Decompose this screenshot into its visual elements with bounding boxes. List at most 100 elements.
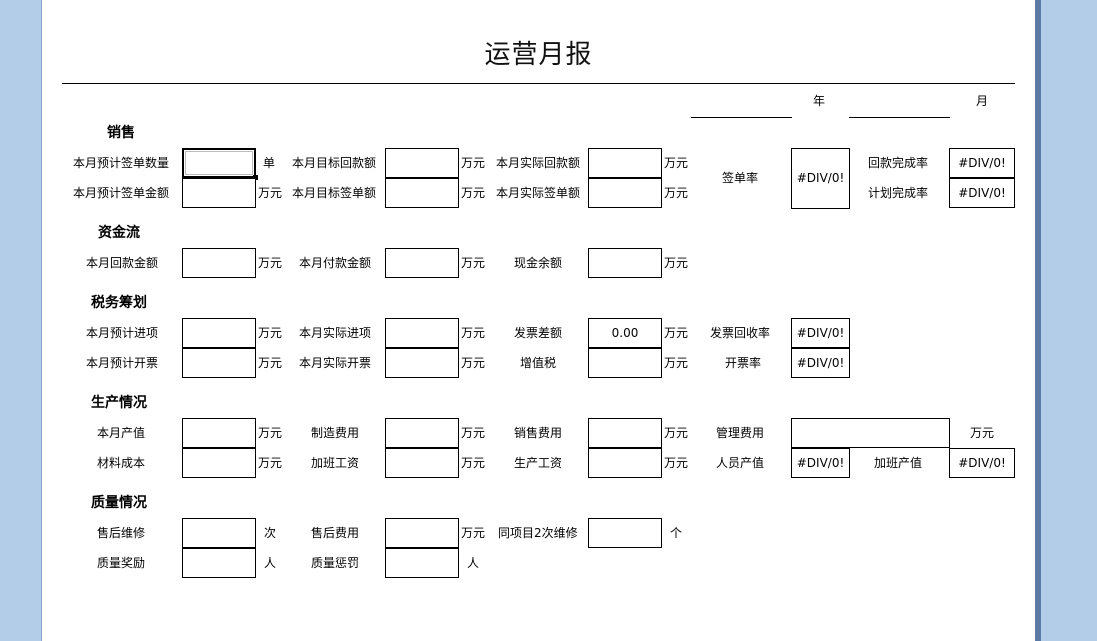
cell-est-sign-amount[interactable] (182, 178, 256, 208)
unit-wan: 万元 (970, 426, 995, 440)
label-vat: 增值税 (520, 356, 557, 370)
cell-target-collect[interactable] (385, 148, 459, 178)
unit-ren: 人 (264, 556, 277, 570)
label-quality-reward: 质量奖励 (97, 556, 146, 570)
label-after-sales-repair: 售后维修 (97, 526, 146, 540)
cell-staff-output[interactable]: #DIV/0! (791, 448, 850, 478)
label-est-invoice: 本月预计开票 (86, 356, 159, 370)
cell-est-input[interactable] (182, 318, 256, 348)
label-quality-penalty: 质量惩罚 (311, 556, 360, 570)
label-collect-completion: 回款完成率 (868, 156, 929, 170)
label-production-pay: 生产工资 (514, 456, 563, 470)
cell-invoice-diff[interactable]: 0.00 (588, 318, 662, 348)
label-after-sales-cost: 售后费用 (311, 526, 360, 540)
section-quality-heading: 质量情况 (91, 495, 147, 511)
label-target-collect: 本月目标回款额 (292, 156, 377, 170)
cell-material-cost[interactable] (182, 448, 256, 478)
label-invoice-rate: 开票率 (725, 356, 762, 370)
unit-wan: 万元 (664, 456, 689, 470)
label-output: 本月产值 (97, 426, 146, 440)
label-overtime-pay: 加班工资 (311, 456, 360, 470)
month-label: 月 (976, 94, 989, 108)
cell-est-invoice[interactable] (182, 348, 256, 378)
unit-wan: 万元 (461, 456, 486, 470)
cell-overtime-pay[interactable] (385, 448, 459, 478)
label-mfg-cost: 制造费用 (311, 426, 360, 440)
cell-production-pay[interactable] (588, 448, 662, 478)
cell-overtime-output[interactable]: #DIV/0! (949, 448, 1015, 478)
cell-target-sign[interactable] (385, 178, 459, 208)
cell-sales-cost[interactable] (588, 418, 662, 448)
section-tax-heading: 税务筹划 (91, 295, 147, 311)
unit-ge: 个 (670, 526, 683, 540)
cell-repeat-repair[interactable] (588, 518, 662, 548)
cell-collect-amount[interactable] (182, 248, 256, 278)
cell-actual-sign[interactable] (588, 178, 662, 208)
unit-dan: 单 (263, 156, 276, 170)
unit-wan: 万元 (664, 186, 689, 200)
label-invoice-diff: 发票差额 (514, 326, 563, 340)
unit-wan: 万元 (258, 356, 283, 370)
cell-sign-rate[interactable]: #DIV/0! (791, 148, 850, 209)
cell-after-sales-repair[interactable] (182, 518, 256, 548)
label-mgmt-cost: 管理费用 (716, 426, 765, 440)
label-overtime-output: 加班产值 (874, 456, 923, 470)
cell-mfg-cost[interactable] (385, 418, 459, 448)
cell-after-sales-cost[interactable] (385, 518, 459, 548)
unit-wan: 万元 (461, 356, 486, 370)
label-target-sign: 本月目标签单额 (292, 186, 377, 200)
unit-wan: 万元 (664, 156, 689, 170)
label-collect-amount: 本月回款金额 (86, 256, 159, 270)
unit-ci: 次 (264, 526, 277, 540)
label-cash-balance: 现金余额 (514, 256, 563, 270)
label-staff-output: 人员产值 (716, 456, 765, 470)
cell-invoice-rate[interactable]: #DIV/0! (791, 348, 850, 378)
unit-wan: 万元 (461, 526, 486, 540)
label-actual-collect: 本月实际回款额 (496, 156, 581, 170)
cell-cash-balance[interactable] (588, 248, 662, 278)
unit-wan: 万元 (258, 256, 283, 270)
cell-quality-penalty[interactable] (385, 548, 459, 578)
unit-wan: 万元 (461, 426, 486, 440)
label-repeat-repair: 同项目2次维修 (498, 526, 578, 540)
cell-invoice-recovery[interactable]: #DIV/0! (791, 318, 850, 348)
unit-wan: 万元 (258, 326, 283, 340)
label-sales-cost: 销售费用 (514, 426, 563, 440)
year-input-line[interactable] (691, 117, 792, 118)
unit-wan: 万元 (461, 256, 486, 270)
unit-wan: 万元 (258, 426, 283, 440)
month-input-line[interactable] (849, 117, 950, 118)
section-sales-heading: 销售 (107, 125, 135, 141)
title-divider (62, 83, 1015, 84)
label-invoice-recovery: 发票回收率 (710, 326, 771, 340)
unit-wan: 万元 (258, 456, 283, 470)
label-material-cost: 材料成本 (97, 456, 146, 470)
label-est-sign-count: 本月预计签单数量 (73, 156, 170, 170)
label-est-sign-amount: 本月预计签单金额 (73, 186, 170, 200)
cell-vat[interactable] (588, 348, 662, 378)
cell-est-sign-count[interactable] (182, 148, 258, 180)
cell-actual-collect[interactable] (588, 148, 662, 178)
cell-output[interactable] (182, 418, 256, 448)
label-actual-input: 本月实际进项 (299, 326, 372, 340)
vertical-scrollbar-edge[interactable] (1035, 0, 1041, 641)
unit-wan: 万元 (461, 326, 486, 340)
unit-wan: 万元 (664, 426, 689, 440)
unit-wan: 万元 (461, 156, 486, 170)
cell-quality-reward[interactable] (182, 548, 256, 578)
unit-wan: 万元 (664, 326, 689, 340)
unit-wan: 万元 (664, 256, 689, 270)
sheet-left-edge (41, 0, 42, 641)
label-plan-completion: 计划完成率 (868, 186, 929, 200)
cell-actual-input[interactable] (385, 318, 459, 348)
page-title: 运营月报 (484, 40, 593, 70)
unit-wan: 万元 (461, 186, 486, 200)
label-est-input: 本月预计进项 (86, 326, 159, 340)
cell-plan-completion[interactable]: #DIV/0! (949, 178, 1015, 208)
cell-actual-invoice[interactable] (385, 348, 459, 378)
cell-mgmt-cost[interactable] (791, 418, 950, 448)
cell-collect-completion[interactable]: #DIV/0! (949, 148, 1015, 178)
unit-wan: 万元 (664, 356, 689, 370)
cell-payment-amount[interactable] (385, 248, 459, 278)
label-payment-amount: 本月付款金额 (299, 256, 372, 270)
